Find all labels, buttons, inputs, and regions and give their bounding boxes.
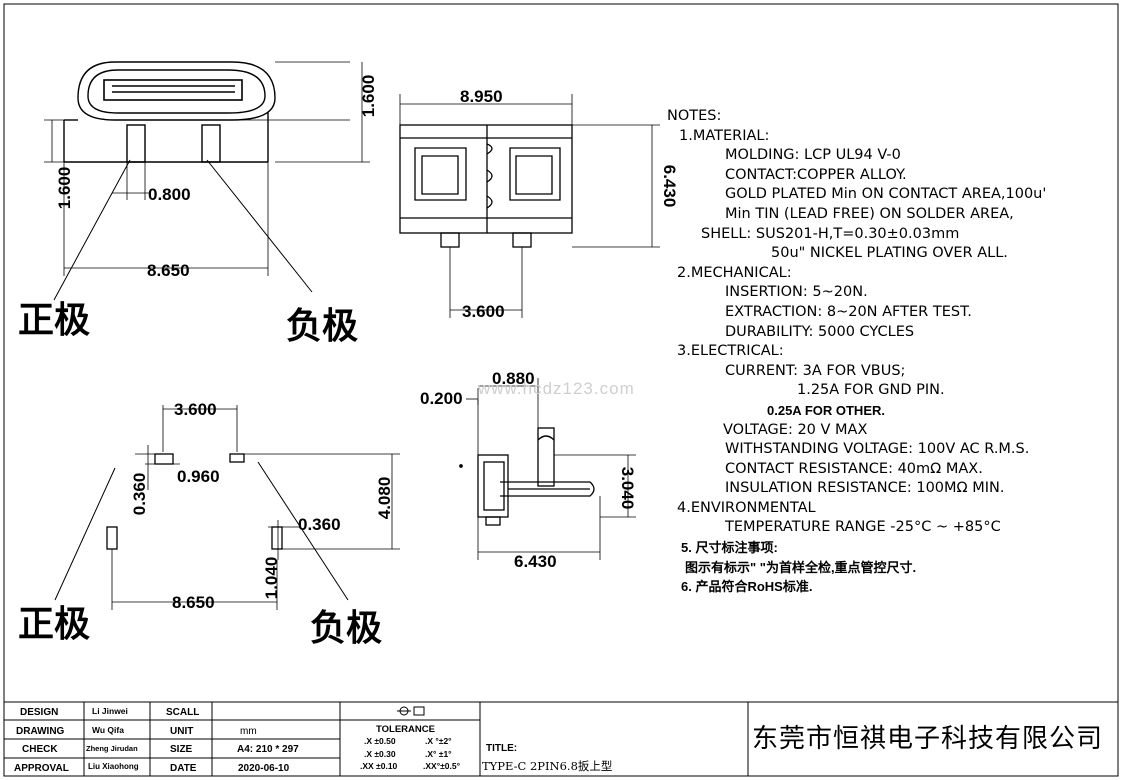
note-line: 3.ELECTRICAL: (677, 343, 784, 360)
note-line: 5. 尺寸标注事项: (681, 540, 778, 556)
note-line: Min TIN (LEAD FREE) ON SOLDER AREA, (725, 205, 1014, 222)
note-line: WITHSTANDING VOLTAGE: 100V AC R.M.S. (725, 441, 1030, 458)
note-line: CONTACT:COPPER ALLOY. (725, 166, 907, 183)
dim-8650-bottom: 8.650 (172, 593, 215, 612)
tol-xxx: .XX ±0.10 (360, 761, 398, 771)
dim-1600-vertical: 1.600 (359, 75, 378, 118)
dim-4080: 4.080 (375, 477, 394, 520)
dim-6430-side: 6.430 (514, 552, 557, 571)
note-line: MOLDING: LCP UL94 V-0 (725, 147, 901, 164)
size-value: A4: 210 * 297 (237, 744, 299, 755)
watermark: www.hcdz123.com (478, 379, 635, 398)
drawing-name: Wu Qifa (92, 725, 124, 735)
company-name: 东莞市恒祺电子科技有限公司 (752, 724, 1104, 754)
top-view (399, 94, 660, 318)
note-line: 2.MECHANICAL: (677, 264, 792, 281)
note-line: NOTES: (667, 108, 722, 124)
tol-x: .X ±0.50 (364, 736, 396, 746)
dim-6430-vertical: 6.430 (660, 165, 679, 208)
note-line: 1.MATERIAL: (679, 127, 770, 144)
check-label: CHECK (22, 744, 58, 755)
label-negative-bottom: 负极 (310, 608, 382, 649)
note-line: 1.25A FOR GND PIN. (797, 382, 945, 399)
note-line: INSERTION: 5~20N. (725, 284, 868, 301)
unit-value: mm (240, 726, 257, 737)
note-line: CONTACT RESISTANCE: 40mΩ MAX. (725, 460, 983, 477)
dim-0880: 0.880 (492, 369, 535, 388)
dim-8950: 8.950 (460, 87, 503, 106)
size-label: SIZE (170, 744, 193, 755)
note-line: TEMPERATURE RANGE -25°C ~ +85°C (725, 519, 1001, 536)
tol-xxx-deg: .XX°±0.5° (423, 761, 460, 771)
label-positive-bottom: 正极 (18, 604, 90, 645)
dim-0960: 0.960 (177, 467, 220, 486)
design-label: DESIGN (20, 707, 59, 718)
note-line: CURRENT: 3A FOR VBUS; (725, 362, 906, 379)
dim-3600-top: 3.600 (462, 302, 505, 321)
note-line: 4.ENVIRONMENTAL (677, 499, 816, 516)
dim-0360-b: 0.360 (298, 515, 341, 534)
title-block-grid (3, 701, 1119, 777)
dim-0800: 0.800 (148, 185, 191, 204)
title-label: TITLE: (486, 743, 518, 754)
note-line: EXTRACTION: 8~20N AFTER TEST. (725, 303, 972, 320)
note-line: VOLTAGE: 20 V MAX (723, 421, 868, 438)
date-label: DATE (170, 763, 197, 774)
tolerance-label: TOLERANCE (376, 724, 435, 735)
dim-3600-bottom: 3.600 (174, 400, 217, 419)
unit-label: UNIT (170, 726, 194, 737)
note-line: INSULATION RESISTANCE: 100MΩ MIN. (725, 480, 1005, 497)
note-line: DURABILITY: 5000 CYCLES (725, 323, 915, 340)
tol-xx-deg: .X° ±1° (425, 749, 452, 759)
note-line: GOLD PLATED Min ON CONTACT AREA,100u' (725, 186, 1047, 203)
tol-x-deg: .X °±2° (425, 736, 452, 746)
dim-1600-horizontal: 1.600 (55, 167, 74, 210)
dim-0360-a: 0.360 (130, 473, 149, 516)
check-name: Zheng Jirudan (86, 744, 138, 753)
dim-3040: 3.040 (618, 467, 637, 510)
label-positive-top: 正极 (18, 300, 90, 341)
front-view (44, 61, 370, 301)
dim-8650-top: 8.650 (147, 261, 190, 280)
note-line: SHELL: SUS201-H,T=0.30±0.03mm (701, 225, 960, 242)
title-value: TYPE-C 2PIN6.8扳上型 (482, 759, 613, 773)
date-value: 2020-06-10 (238, 763, 290, 774)
note-line: 0.25A FOR OTHER. (767, 402, 885, 418)
side-view (459, 378, 636, 560)
footprint-view (54, 405, 400, 610)
approval-name: Liu Xiaohong (88, 762, 139, 771)
scale-label: SCALL (166, 707, 200, 718)
note-line: 图示有标示" "为首样全检,重点管控尺寸. (685, 559, 917, 575)
note-line: 6. 产品符合RoHS标准. (681, 579, 813, 595)
note-line: 50u" NICKEL PLATING OVER ALL. (771, 245, 1008, 262)
label-negative-top: 负极 (286, 306, 358, 347)
tol-xx: .X ±0.30 (364, 749, 396, 759)
dim-0200: 0.200 (420, 389, 463, 408)
dim-1040: 1.040 (262, 557, 281, 600)
design-name: Li Jinwei (92, 706, 128, 716)
approval-label: APPROVAL (14, 763, 69, 774)
drawing-label: DRAWING (16, 726, 65, 737)
